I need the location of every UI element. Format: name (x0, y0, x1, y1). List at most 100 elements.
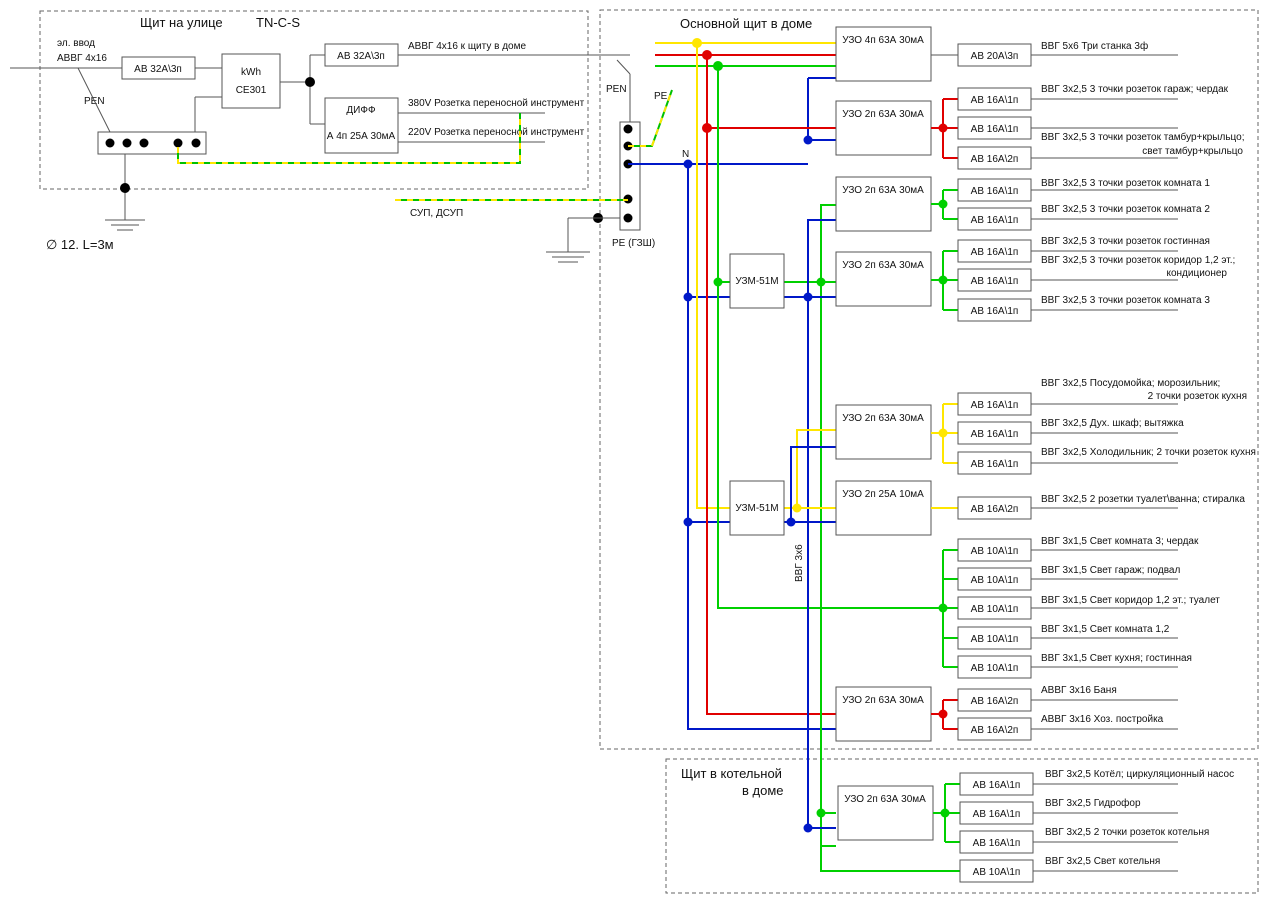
cable-label: ВВГ 3х2,5 3 точки розеток гараж; чердак (1041, 84, 1229, 95)
house-cable-label: АВВГ 4х16 к щиту в доме (408, 41, 526, 52)
breaker-label: АВ 10А\1п (973, 867, 1021, 878)
n-label: N (682, 149, 689, 160)
cable-label-continued: 2 точки розеток кухня (1148, 391, 1247, 402)
diff-breaker (324, 97, 399, 154)
ground-electrode-label: ∅ 12. L=3м (46, 237, 114, 252)
breaker-22: АВ 16А\1п ВВГ 3х2,5 Гидрофор (959, 797, 1178, 825)
cable-label-continued: свет тамбур+крыльцо (1142, 145, 1243, 157)
vvg-3x6-label: ВВГ 3х6 (794, 544, 805, 582)
voltage-relay-2 (729, 480, 785, 536)
cable-label: ВВГ 3х2,5 Дух. шкаф; вытяжка (1041, 417, 1184, 429)
rcd-3: УЗО 2п 63А 30мА (835, 176, 932, 232)
socket-380-label: 380V Розетка переносной инструмент (408, 98, 585, 109)
breaker-10: АВ 16А\1п ВВГ 3х2,5 Посудомойка; морозиль… (957, 378, 1247, 416)
breaker-label: АВ 16А\1п (973, 780, 1021, 791)
cable-label: ВВГ 5х6 Три станка 3ф (1041, 40, 1148, 52)
breaker-label: АВ 16А\1п (971, 247, 1019, 258)
cable-label: ВВГ 3х2,5 2 розетки туалет\ванна; стирал… (1041, 494, 1245, 505)
rcd-4: УЗО 2п 63А 30мА (835, 251, 932, 307)
junction-dot (305, 77, 315, 87)
breaker-9: АВ 16А\1п ВВГ 3х2,5 3 точки розеток комна… (957, 295, 1210, 322)
street-breaker-label: АВ 32А\3п (134, 64, 182, 75)
breaker-label: АВ 16А\2п (971, 725, 1019, 736)
cable-label: ВВГ 3х2,5 3 точки розеток комната 3 (1041, 295, 1210, 306)
rcd-2-label: УЗО 2п 63А 30мА (842, 109, 924, 120)
cable-label: ВВГ 3х2,5 3 точки розеток комната 1 (1041, 178, 1210, 189)
rcd-6: УЗО 2п 25А 10мА (835, 480, 932, 536)
breaker-label: АВ 16А\1п (971, 306, 1019, 317)
breaker-label: АВ 16А\1п (973, 809, 1021, 820)
cable-label: ВВГ 3х2,5 3 точки розеток тамбур+крыльцо… (1041, 131, 1244, 143)
breaker-18: АВ 10А\1п ВВГ 3х1,5 Свет кухня; гостинная (957, 653, 1192, 679)
sup-label: СУП, ДСУП (410, 208, 463, 219)
voltage-relay-1-label: УЗМ-51М (735, 276, 778, 287)
breaker-label: АВ 10А\1п (971, 634, 1019, 645)
rcd-2: УЗО 2п 63А 30мА (835, 100, 932, 156)
street-main-breaker-label: АВ 32А\3п (337, 51, 385, 62)
cable-label: ВВГ 3х1,5 Свет коридор 1,2 эт.; туалет (1041, 595, 1220, 606)
breaker-label: АВ 16А\2п (971, 504, 1019, 515)
rcd-7-label: УЗО 2п 63А 30мА (842, 695, 924, 706)
breaker-16: АВ 10А\1п ВВГ 3х1,5 Свет коридор 1,2 эт.;… (957, 595, 1220, 620)
cable-label: ВВГ 3х2,5 Свет котельня (1045, 856, 1160, 867)
rcd-5: УЗО 2п 63А 30мА (835, 404, 932, 460)
breaker-label: АВ 16А\1п (971, 429, 1019, 440)
rcd-4-label: УЗО 2п 63А 30мА (842, 260, 924, 271)
boiler-panel-title-1: Щит в котельной (681, 766, 782, 781)
rcd-1: УЗО 4п 63А 30мА (835, 26, 932, 82)
breaker-17: АВ 10А\1п ВВГ 3х1,5 Свет комната 1,2 (957, 624, 1178, 650)
street-panel-title: Щит на улице (140, 15, 223, 30)
cable-label-continued: кондиционер (1166, 268, 1227, 279)
boiler-panel-frame (665, 758, 1259, 894)
breaker-24: АВ 10А\1п ВВГ 3х2,5 Свет котельня (959, 856, 1178, 883)
cable-label: ВВГ 3х2,5 3 точки розеток гостинная (1041, 236, 1210, 247)
breaker-11: АВ 16А\1п ВВГ 3х2,5 Дух. шкаф; вытяжка (957, 417, 1184, 445)
cable-label: ВВГ 3х2,5 Посудомойка; морозильник; (1041, 378, 1220, 389)
breaker-label: АВ 10А\1п (971, 575, 1019, 586)
breaker-15: АВ 10А\1п ВВГ 3х1,5 Свет гараж; подвал (957, 565, 1180, 591)
breaker-label: АВ 16А\1п (971, 215, 1019, 226)
cable-label: ВВГ 3х1,5 Свет кухня; гостинная (1041, 653, 1192, 664)
breaker-label: АВ 16А\2п (971, 154, 1019, 165)
main-earthing-bar (619, 121, 641, 231)
cable-label: ВВГ 3х2,5 2 точки розеток котельня (1045, 827, 1209, 838)
breaker-label: АВ 10А\1п (971, 663, 1019, 674)
cable-label: ВВГ 3х2,5 Гидрофор (1045, 797, 1141, 809)
rcd-6-label: УЗО 2п 25А 10мА (842, 489, 924, 500)
breaker-13: АВ 16А\2п ВВГ 3х2,5 2 розетки туалет\ванн… (957, 494, 1245, 520)
breaker-label: АВ 16А\1п (971, 400, 1019, 411)
rcd-8-label: УЗО 2п 63А 30мА (844, 794, 926, 805)
energy-meter-model: CE301 (236, 85, 267, 96)
breaker-label: АВ 16А\1п (971, 124, 1019, 135)
pen-label-main: PEN (606, 84, 627, 95)
main-panel-title: Основной щит в доме (680, 16, 812, 31)
rcd-1-label: УЗО 4п 63А 30мА (842, 35, 924, 46)
cable-label: ВВГ 3х1,5 Свет гараж; подвал (1041, 565, 1180, 576)
cable-label: ВВГ 3х1,5 Свет комната 3; чердак (1041, 536, 1199, 547)
voltage-relay-2-label: УЗМ-51М (735, 503, 778, 514)
pe-label: PE (654, 91, 668, 102)
input-cable-label: АВВГ 4х16 (57, 53, 107, 64)
breaker-label: АВ 16А\1п (971, 186, 1019, 197)
cable-label: ВВГ 3х1,5 Свет комната 1,2 (1041, 624, 1170, 635)
breaker-14: АВ 10А\1п ВВГ 3х1,5 Свет комната 3; черда… (957, 536, 1199, 562)
socket-220-label: 220V Розетка переносной инструмент (408, 127, 585, 138)
energy-meter (221, 53, 281, 109)
breaker-label: АВ 10А\1п (971, 546, 1019, 557)
breaker-label: АВ 16А\2п (971, 696, 1019, 707)
cable-label: ВВГ 3х2,5 3 точки розеток коридор 1,2 эт… (1041, 255, 1235, 266)
rcd-8: УЗО 2п 63А 30мА (837, 785, 934, 841)
grounding-system-label: TN-C-S (256, 15, 300, 30)
energy-meter-label: kWh (241, 67, 261, 78)
breaker-20: АВ 16А\2п АВВГ 3х16 Хоз. постройка (957, 714, 1178, 741)
cable-label: АВВГ 3х16 Хоз. постройка (1041, 714, 1164, 725)
street-panel-frame (39, 10, 589, 190)
breaker-label: АВ 10А\1п (971, 604, 1019, 615)
breaker-4: АВ 16А\2п (957, 146, 1178, 170)
